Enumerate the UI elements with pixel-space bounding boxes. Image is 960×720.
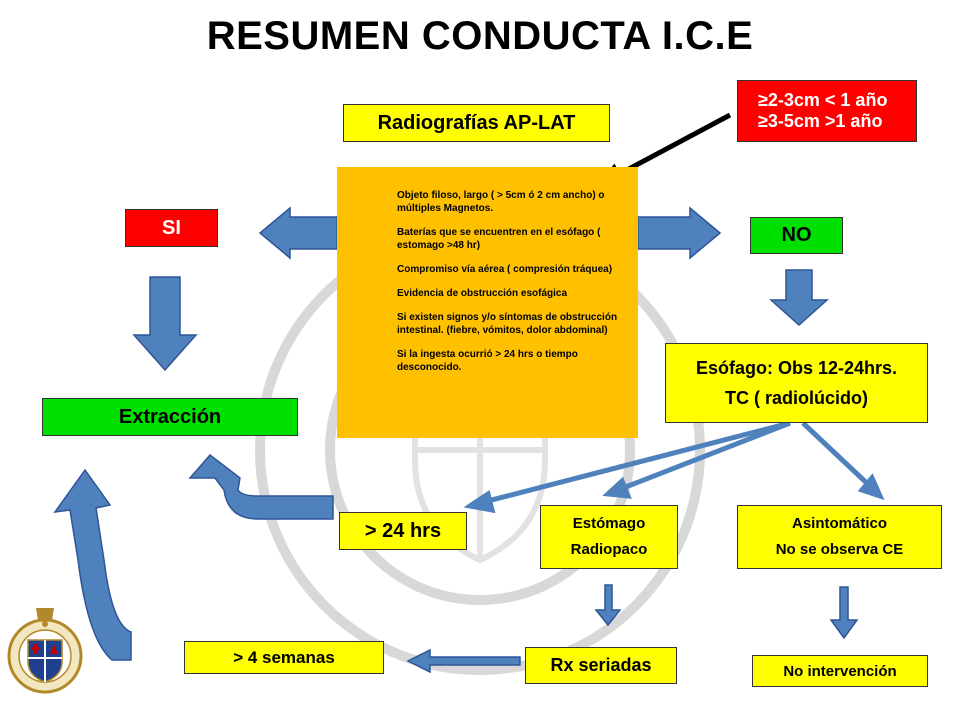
radiografias-label: Radiografías AP-LAT bbox=[377, 111, 576, 134]
mas-4semanas-box: > 4 semanas bbox=[184, 641, 384, 674]
criteria-item: Objeto filoso, largo ( > 5cm ó 2 cm anch… bbox=[397, 190, 605, 214]
esofago-line2: TC ( radiolúcido) bbox=[725, 388, 868, 408]
university-crest-icon bbox=[7, 608, 83, 694]
down-arrow-si bbox=[132, 276, 198, 372]
radiografias-box: Radiografías AP-LAT bbox=[343, 104, 610, 142]
estomago-line2: Radiopaco bbox=[570, 541, 648, 558]
si-label: SI bbox=[162, 216, 181, 239]
mas-24hrs-label: > 24 hrs bbox=[364, 519, 442, 542]
down-arrow-estomago bbox=[594, 584, 622, 627]
extraccion-label: Extracción bbox=[118, 405, 222, 428]
estomago-line1: Estómago bbox=[572, 515, 646, 532]
asintomatico-line1: Asintomático bbox=[791, 515, 887, 532]
si-box: SI bbox=[125, 209, 218, 247]
extraccion-box: Extracción bbox=[42, 398, 298, 436]
down-arrow-asintomatico bbox=[829, 586, 859, 640]
no-intervencion-box: No intervención bbox=[752, 655, 928, 687]
curved-arrow-right bbox=[188, 453, 334, 520]
no-box: NO bbox=[750, 217, 843, 254]
curved-arrow-left bbox=[53, 468, 132, 661]
mas-4semanas-label: > 4 semanas bbox=[233, 647, 335, 667]
esofago-line1: Esófago: Obs 12-24hrs. bbox=[695, 358, 898, 378]
page-title: RESUMEN CONDUCTA I.C.E bbox=[206, 14, 754, 58]
esofago-box: Esófago: Obs 12-24hrs. TC ( radiolúcido) bbox=[665, 343, 928, 423]
size-criteria-box: ≥2-3cm < 1 año ≥3-5cm >1 año bbox=[737, 80, 917, 142]
size-criteria-line2: ≥3-5cm >1 año bbox=[758, 111, 883, 131]
criteria-box: Objeto filoso, largo ( > 5cm ó 2 cm anch… bbox=[337, 167, 638, 438]
down-arrow-no bbox=[769, 269, 829, 327]
left-arrow-rx bbox=[406, 648, 521, 674]
mas-24hrs-box: > 24 hrs bbox=[339, 512, 467, 550]
criteria-item: Compromiso vía aérea ( compresión tráque… bbox=[397, 264, 613, 275]
size-criteria-line1: ≥2-3cm < 1 año bbox=[758, 90, 888, 110]
right-arrow bbox=[637, 206, 722, 260]
no-label: NO bbox=[781, 224, 812, 246]
criteria-item: Si la ingesta ocurrió > 24 hrs o tiempo … bbox=[397, 349, 578, 373]
criteria-item: Baterías que se encuentren en el esófago… bbox=[397, 227, 601, 251]
rx-seriadas-label: Rx seriadas bbox=[550, 655, 652, 675]
criteria-item: Si existen signos y/o síntomas de obstru… bbox=[397, 312, 618, 336]
asintomatico-line2: No se observa CE bbox=[775, 541, 904, 558]
rx-seriadas-box: Rx seriadas bbox=[525, 647, 677, 684]
criteria-item: Evidencia de obstrucción esofágica bbox=[397, 288, 568, 299]
estomago-box: Estómago Radiopaco bbox=[540, 505, 678, 569]
no-intervencion-label: No intervención bbox=[783, 662, 897, 680]
asintomatico-box: Asintomático No se observa CE bbox=[737, 505, 942, 569]
left-arrow bbox=[258, 206, 338, 260]
